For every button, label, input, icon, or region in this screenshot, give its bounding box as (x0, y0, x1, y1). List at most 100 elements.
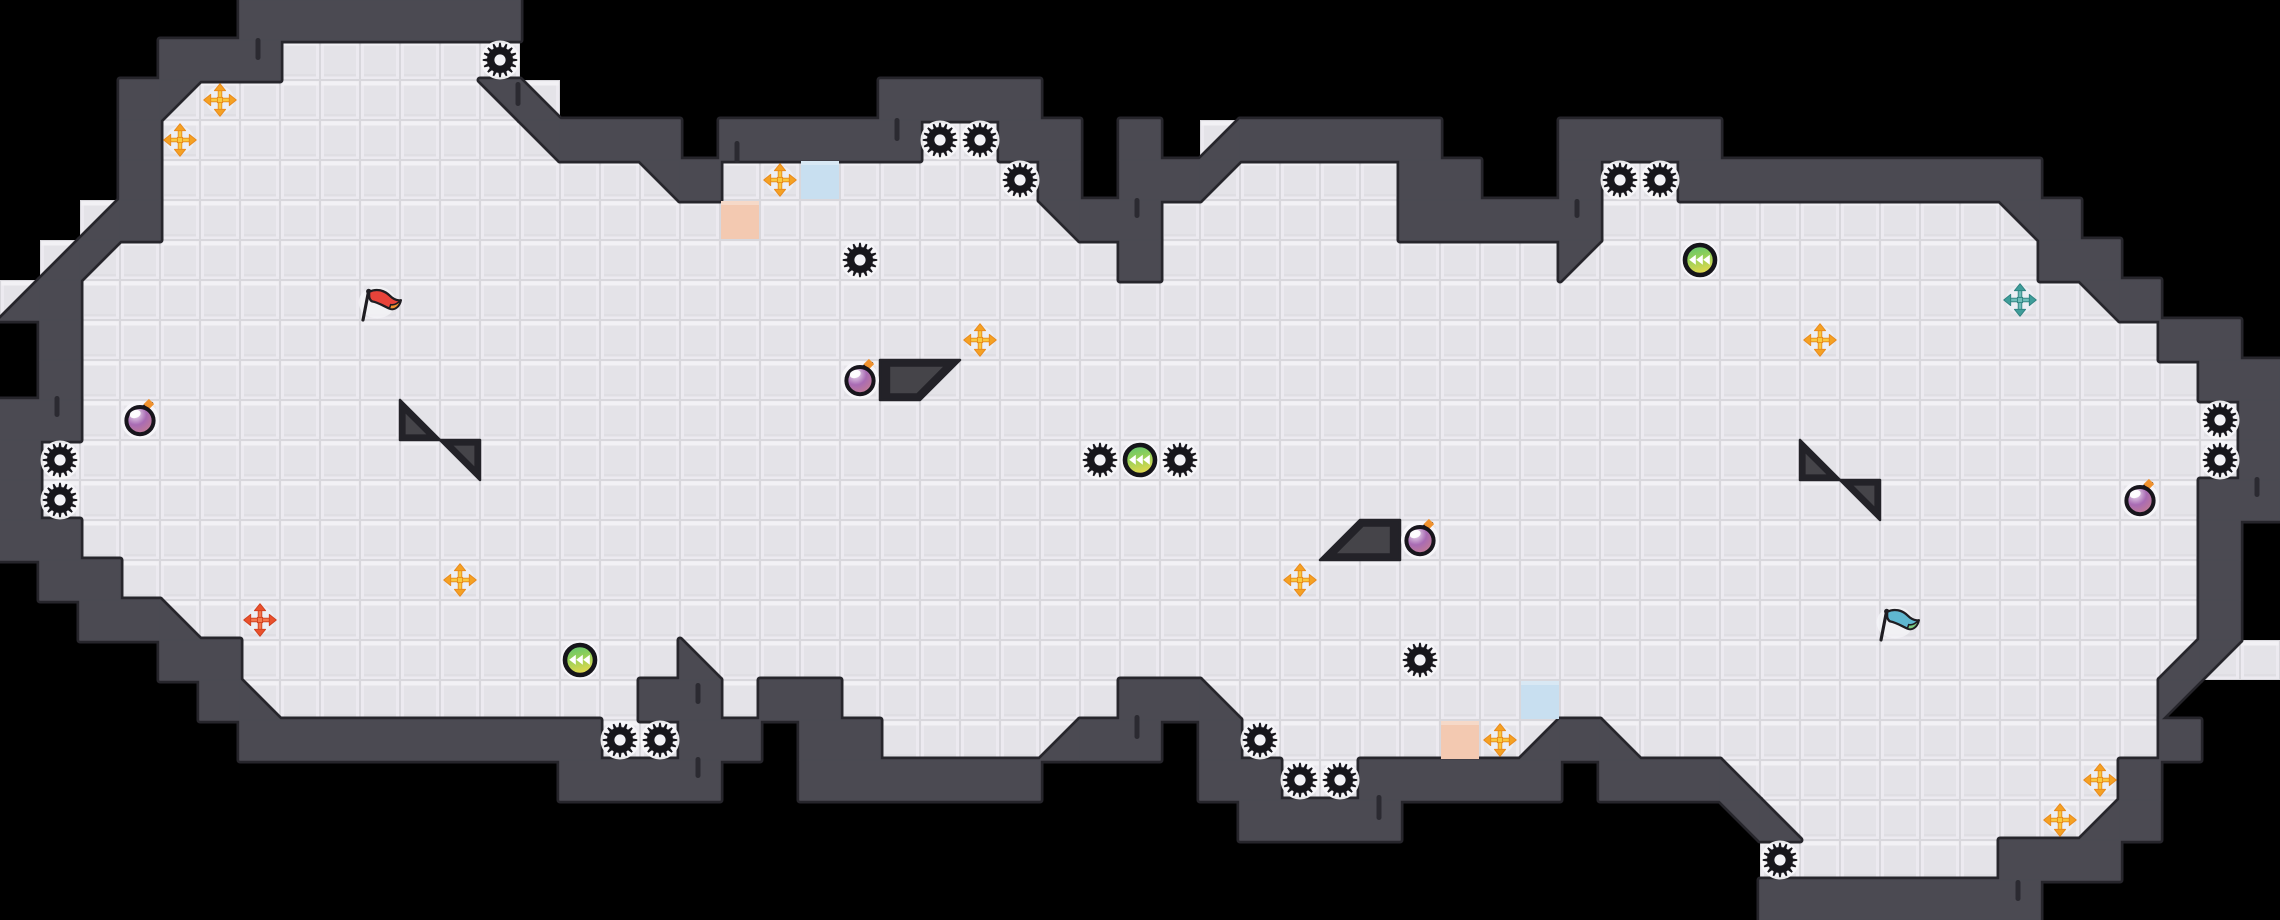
obstacle-wedge-pair-left[interactable] (398, 398, 482, 482)
gear-hazard[interactable] (1400, 640, 1440, 680)
cross-pickup-gold[interactable] (2043, 803, 2077, 837)
gear-hazard-part[interactable] (494, 54, 506, 66)
gear-hazard[interactable] (1080, 440, 1120, 480)
cross-pickup-gold-part[interactable] (773, 188, 787, 197)
cross-pickup-gold-part[interactable] (973, 348, 987, 357)
bomb[interactable] (2121, 478, 2159, 519)
obstacle-wedge-pair-right-part[interactable] (1805, 453, 1827, 475)
gear-hazard-part[interactable] (1774, 854, 1786, 866)
cross-pickup-gold[interactable] (963, 323, 997, 357)
gear-hazard-part[interactable] (654, 734, 666, 746)
cross-pickup-gold[interactable] (443, 563, 477, 597)
boost-ball-part[interactable] (1129, 454, 1136, 465)
bomb-part[interactable] (844, 365, 876, 397)
flag-teal-part[interactable] (1879, 611, 1888, 642)
cross-pickup-gold-part[interactable] (453, 563, 467, 572)
gear-hazard[interactable] (480, 40, 520, 80)
colored-tile-blue[interactable] (1521, 681, 1559, 719)
gear-hazard[interactable] (640, 720, 680, 760)
cross-pickup-gold-part[interactable] (776, 176, 784, 184)
cross-pickup-teal[interactable] (2003, 283, 2037, 317)
cross-pickup-gold-part[interactable] (2053, 803, 2067, 812)
colored-tile-blue-part[interactable] (801, 161, 839, 199)
colored-tile-blue-part[interactable] (1521, 681, 1559, 685)
cross-pickup-gold-part[interactable] (2093, 788, 2107, 797)
cross-pickup-gold-part[interactable] (213, 108, 227, 117)
obstacle-block-wedge-left[interactable] (878, 358, 962, 402)
gear-hazard-part[interactable] (1654, 174, 1666, 186)
cross-pickup-gold-part[interactable] (453, 588, 467, 597)
cross-pickup-gold-part[interactable] (773, 163, 787, 172)
cross-pickup-gold-part[interactable] (1283, 573, 1292, 587)
gear-hazard-part[interactable] (54, 454, 66, 466)
cross-pickup-gold-part[interactable] (2093, 763, 2107, 772)
gear-hazard[interactable] (40, 440, 80, 480)
gear-hazard[interactable] (960, 120, 1000, 160)
flag-red-part[interactable] (388, 299, 402, 310)
boost-ball-part[interactable] (576, 654, 583, 665)
obstacle-wedge-pair-left-part[interactable] (453, 445, 475, 467)
bomb-part[interactable] (1409, 528, 1422, 539)
gear-hazard[interactable] (1760, 840, 1800, 880)
gear-hazard[interactable] (1280, 760, 1320, 800)
cross-pickup-gold[interactable] (1483, 723, 1517, 757)
boost-ball[interactable] (1120, 440, 1160, 480)
bomb-part[interactable] (124, 405, 156, 437)
cross-pickup-gold-part[interactable] (1508, 733, 1517, 747)
cross-pickup-gold-part[interactable] (763, 173, 772, 187)
gear-hazard-part[interactable] (1614, 174, 1626, 186)
bomb-part[interactable] (2124, 485, 2156, 517)
colored-tile-salmon[interactable] (721, 201, 759, 239)
gear-hazard[interactable] (1320, 760, 1360, 800)
colored-tile-salmon-part[interactable] (1441, 721, 1479, 759)
cross-pickup-gold-part[interactable] (963, 333, 972, 347)
gear-hazard-part[interactable] (1414, 654, 1426, 666)
cross-pickup-teal-part[interactable] (2013, 283, 2027, 292)
cross-pickup-gold-part[interactable] (2096, 776, 2104, 784)
flag-red[interactable] (358, 286, 402, 322)
cross-pickup-gold-part[interactable] (1828, 333, 1837, 347)
gear-hazard[interactable] (1240, 720, 1280, 760)
gear-hazard-part[interactable] (1254, 734, 1266, 746)
gear-hazard-part[interactable] (2214, 414, 2226, 426)
cross-pickup-gold-part[interactable] (1293, 588, 1307, 597)
boost-ball[interactable] (1680, 240, 1720, 280)
cross-pickup-red-part[interactable] (268, 613, 277, 627)
cross-pickup-gold-part[interactable] (1483, 733, 1492, 747)
cross-pickup-gold-part[interactable] (988, 333, 997, 347)
cross-pickup-red-part[interactable] (243, 613, 252, 627)
gear-hazard[interactable] (1640, 160, 1680, 200)
gear-hazard[interactable] (1160, 440, 1200, 480)
colored-tile-blue-part[interactable] (801, 161, 839, 165)
gear-hazard-part[interactable] (1174, 454, 1186, 466)
cross-pickup-gold-part[interactable] (1816, 336, 1824, 344)
cross-pickup-gold-part[interactable] (976, 336, 984, 344)
gear-hazard-part[interactable] (1094, 454, 1106, 466)
colored-tile-salmon-part[interactable] (1441, 721, 1479, 725)
cross-pickup-gold-part[interactable] (228, 93, 237, 107)
gear-hazard[interactable] (1600, 160, 1640, 200)
gear-hazard-part[interactable] (614, 734, 626, 746)
colored-tile-blue-part[interactable] (1521, 681, 1559, 719)
bomb[interactable] (121, 398, 159, 439)
cross-pickup-gold-part[interactable] (973, 323, 987, 332)
boost-ball-part[interactable] (1143, 454, 1150, 465)
cross-pickup-teal-part[interactable] (2003, 293, 2012, 307)
cross-pickup-red-part[interactable] (256, 616, 264, 624)
obstacle-wedge-pair-right-part[interactable] (1853, 485, 1875, 507)
obstacle-block-wedge-left-part[interactable] (890, 366, 943, 394)
cross-pickup-gold-part[interactable] (1308, 573, 1317, 587)
boost-ball[interactable] (560, 640, 600, 680)
boost-ball-part[interactable] (1136, 454, 1143, 465)
gear-hazard-part[interactable] (1014, 174, 1026, 186)
cross-pickup-gold[interactable] (163, 123, 197, 157)
gear-hazard-part[interactable] (854, 254, 866, 266)
cross-pickup-gold-part[interactable] (468, 573, 477, 587)
obstacle-wedge-pair-left-part[interactable] (405, 413, 427, 435)
cross-pickup-gold-part[interactable] (2083, 773, 2092, 787)
gear-hazard[interactable] (920, 120, 960, 160)
cross-pickup-gold-part[interactable] (456, 576, 464, 584)
gear-hazard-part[interactable] (1294, 774, 1306, 786)
gear-hazard-part[interactable] (934, 134, 946, 146)
